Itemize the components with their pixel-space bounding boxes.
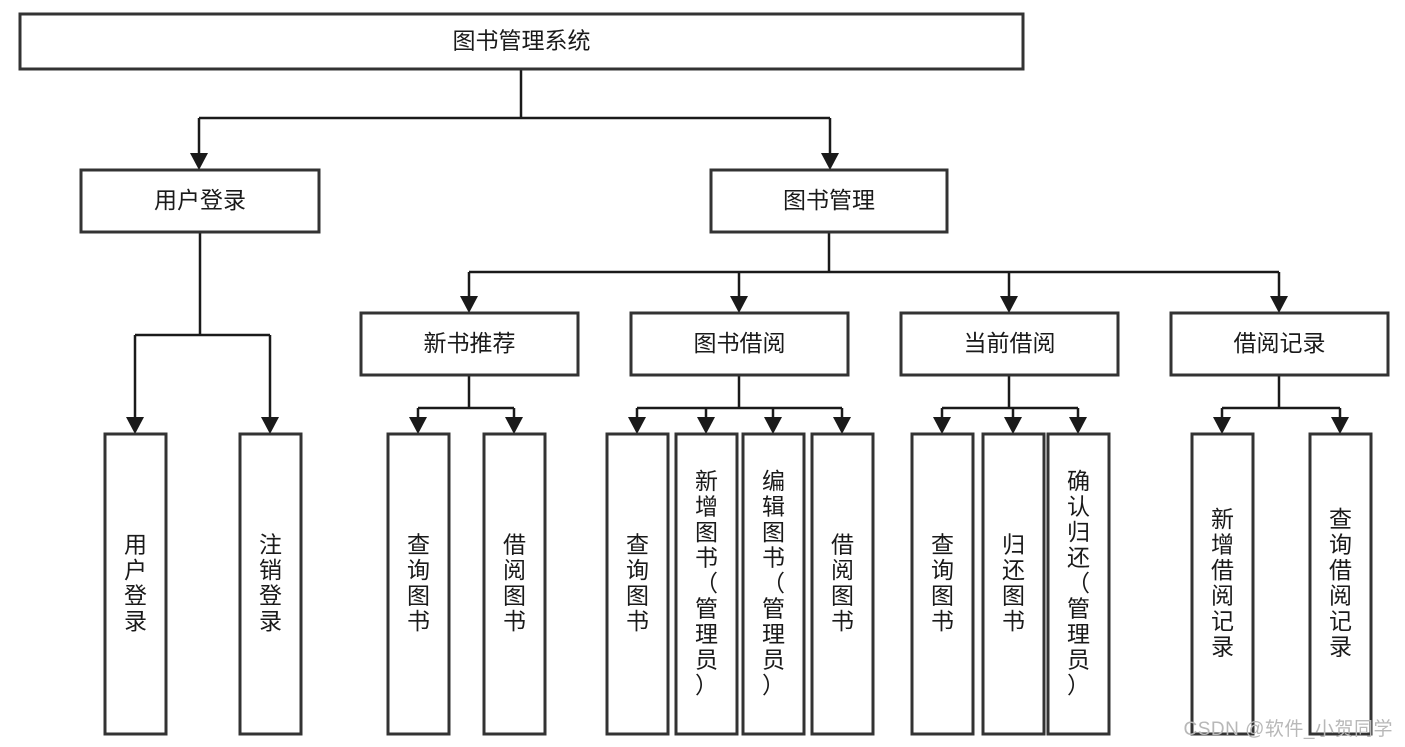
node-leaf-7[interactable]: 借阅图书 — [810, 432, 875, 736]
node-level2-1[interactable]: 图书借阅 — [629, 311, 850, 377]
login-leaf-branch-0-arrow — [126, 417, 144, 434]
node-level2-1-label: 图书借阅 — [694, 330, 786, 356]
node-leaf-2-box[interactable] — [386, 432, 451, 736]
node-leaf-6[interactable]: 编辑图书（管理员） — [741, 432, 806, 736]
node-leaf-3-label: 借阅图书 — [503, 532, 526, 635]
group-1-leaf-branch-0-arrow — [628, 417, 646, 434]
root-branch-1-arrow — [821, 153, 839, 170]
node-level2-2-label: 当前借阅 — [964, 330, 1056, 356]
root-branch-0-arrow — [190, 153, 208, 170]
node-leaf-10[interactable]: 确认归还（管理员） — [1046, 432, 1111, 736]
node-level1-1-label: 图书管理 — [783, 187, 875, 213]
node-leaf-5-box[interactable] — [674, 432, 739, 736]
node-root-system[interactable]: 图书管理系统 — [18, 12, 1025, 71]
mgmt-branch-1-arrow — [730, 296, 748, 313]
node-leaf-0[interactable]: 用户登录 — [103, 432, 168, 736]
group-3-leaf-branch-1-arrow — [1331, 417, 1349, 434]
node-level2-2[interactable]: 当前借阅 — [899, 311, 1120, 377]
node-leaf-12-box[interactable] — [1308, 432, 1373, 736]
node-leaf-0-label: 用户登录 — [124, 532, 147, 635]
node-leaf-3[interactable]: 借阅图书 — [482, 432, 547, 736]
node-leaf-9[interactable]: 归还图书 — [981, 432, 1046, 736]
node-level2-3-label: 借阅记录 — [1234, 330, 1326, 356]
node-level1-1[interactable]: 图书管理 — [709, 168, 949, 234]
group-1-leaf-branch-2-arrow — [764, 417, 782, 434]
node-leaf-1-box[interactable] — [238, 432, 303, 736]
node-leaf-1[interactable]: 注销登录 — [238, 432, 303, 736]
node-leaf-7-box[interactable] — [810, 432, 875, 736]
node-level2-0[interactable]: 新书推荐 — [359, 311, 580, 377]
group-2-leaf-branch-2-arrow — [1069, 417, 1087, 434]
node-leaf-6-box[interactable] — [741, 432, 806, 736]
node-leaf-3-box[interactable] — [482, 432, 547, 736]
node-leaf-7-label: 借阅图书 — [831, 532, 854, 635]
node-leaf-11[interactable]: 新增借阅记录 — [1190, 432, 1255, 736]
node-root-system-box[interactable] — [18, 12, 1025, 71]
node-leaf-8-box[interactable] — [910, 432, 975, 736]
node-leaf-8-label: 查询图书 — [931, 532, 954, 635]
node-leaf-12-label: 查询借阅记录 — [1329, 506, 1352, 660]
mgmt-branch-2-arrow — [1000, 296, 1018, 313]
connector-layer — [126, 69, 1349, 434]
node-level1-0[interactable]: 用户登录 — [79, 168, 321, 234]
node-level1-0-box[interactable] — [79, 168, 321, 234]
group-1-leaf-branch-1-arrow — [697, 417, 715, 434]
node-leaf-5[interactable]: 新增图书（管理员） — [674, 432, 739, 736]
node-layer: 图书管理系统用户登录图书管理新书推荐图书借阅当前借阅借阅记录用户登录注销登录查询… — [18, 12, 1390, 736]
node-level2-3-box[interactable] — [1169, 311, 1390, 377]
node-root-system-label: 图书管理系统 — [453, 28, 591, 54]
node-leaf-0-box[interactable] — [103, 432, 168, 736]
node-leaf-4[interactable]: 查询图书 — [605, 432, 670, 736]
node-leaf-12[interactable]: 查询借阅记录 — [1308, 432, 1373, 736]
node-leaf-6-label: 编辑图书（管理员） — [762, 468, 785, 698]
node-leaf-5-label: 新增图书（管理员） — [695, 468, 718, 698]
node-leaf-4-label: 查询图书 — [626, 532, 649, 635]
node-leaf-11-box[interactable] — [1190, 432, 1255, 736]
group-0-leaf-branch-0-arrow — [409, 417, 427, 434]
mgmt-branch-0-arrow — [460, 296, 478, 313]
mgmt-branch-3-arrow — [1270, 296, 1288, 313]
node-level2-0-label: 新书推荐 — [424, 330, 516, 356]
node-leaf-10-label: 确认归还（管理员） — [1067, 468, 1090, 698]
node-leaf-11-label: 新增借阅记录 — [1211, 506, 1234, 660]
node-level2-2-box[interactable] — [899, 311, 1120, 377]
node-level1-0-label: 用户登录 — [154, 187, 246, 213]
node-leaf-4-box[interactable] — [605, 432, 670, 736]
group-1-leaf-branch-3-arrow — [833, 417, 851, 434]
group-3-leaf-branch-0-arrow — [1213, 417, 1231, 434]
node-leaf-9-box[interactable] — [981, 432, 1046, 736]
node-leaf-1-label: 注销登录 — [259, 532, 282, 635]
node-level2-0-box[interactable] — [359, 311, 580, 377]
node-leaf-8[interactable]: 查询图书 — [910, 432, 975, 736]
node-level2-1-box[interactable] — [629, 311, 850, 377]
group-0-leaf-branch-1-arrow — [505, 417, 523, 434]
node-leaf-9-label: 归还图书 — [1002, 532, 1025, 635]
node-leaf-2[interactable]: 查询图书 — [386, 432, 451, 736]
node-leaf-2-label: 查询图书 — [407, 532, 430, 635]
node-leaf-10-box[interactable] — [1046, 432, 1111, 736]
node-level2-3[interactable]: 借阅记录 — [1169, 311, 1390, 377]
login-leaf-branch-1-arrow — [261, 417, 279, 434]
group-2-leaf-branch-0-arrow — [933, 417, 951, 434]
node-level1-1-box[interactable] — [709, 168, 949, 234]
group-2-leaf-branch-1-arrow — [1004, 417, 1022, 434]
